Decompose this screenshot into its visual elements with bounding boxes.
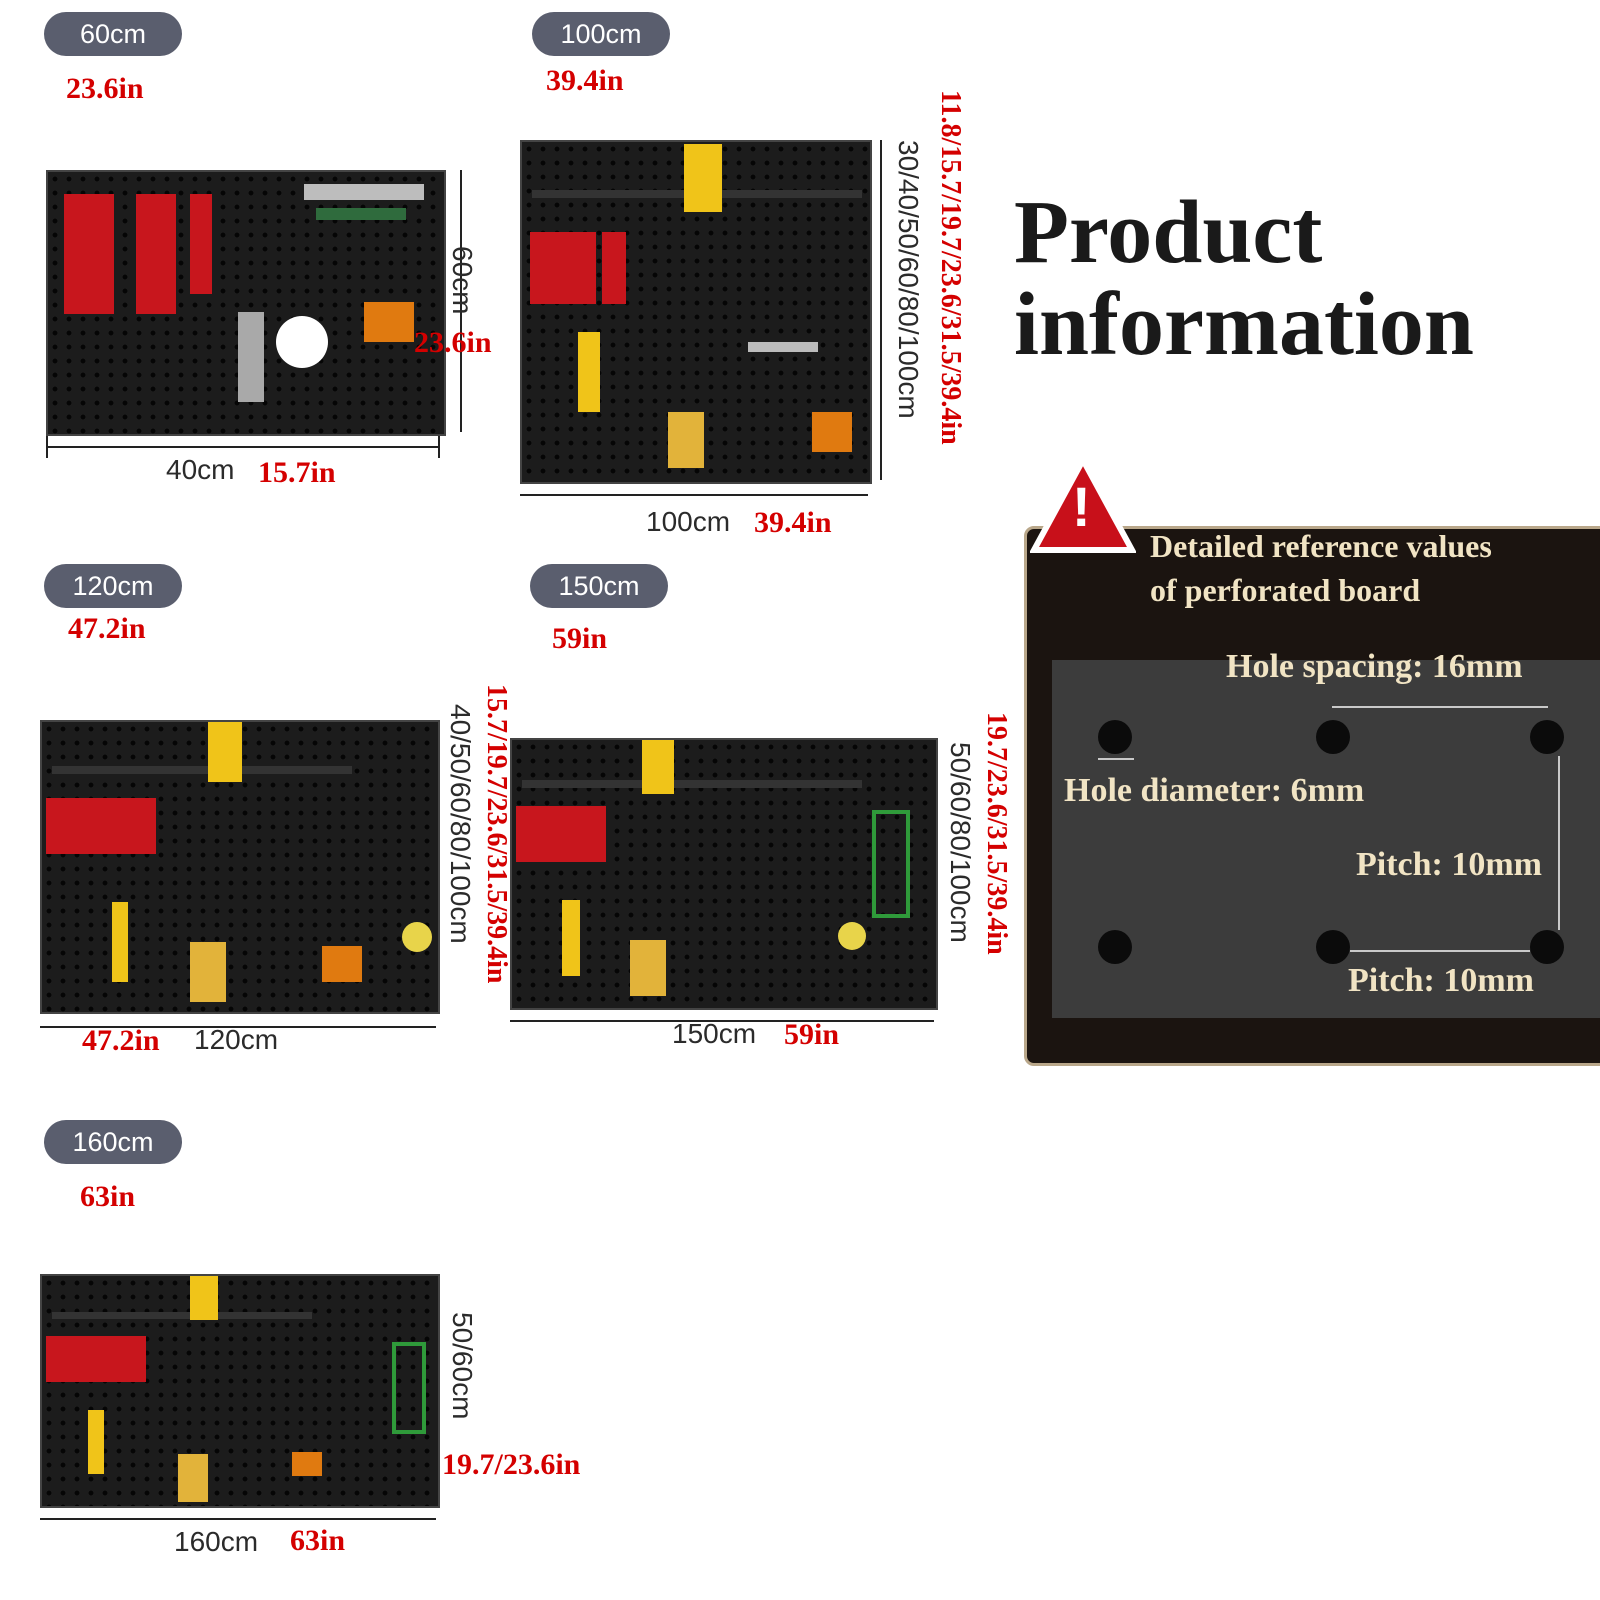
height-in-label: 23.6in — [414, 326, 492, 359]
size-inch-label: 23.6in — [66, 72, 144, 105]
size-inch-label: 47.2in — [68, 612, 146, 645]
pitch-horizontal-line — [1350, 950, 1530, 952]
dimension-tick — [46, 436, 48, 458]
width-in-label: 39.4in — [754, 506, 832, 539]
hole-marker — [1316, 930, 1350, 964]
width-cm-label: 120cm — [194, 1024, 279, 1055]
warning-symbol: ! — [1072, 475, 1091, 538]
width-in-label: 47.2in — [82, 1024, 160, 1057]
warning-icon — [1030, 456, 1136, 553]
diameter-dimension-line — [1098, 758, 1134, 760]
hole-spacing-label: Hole spacing: 16mm — [1226, 648, 1523, 685]
size-pill-100cm: 100cm — [532, 12, 670, 56]
width-in-label: 59in — [784, 1018, 840, 1051]
hole-marker — [1530, 720, 1564, 754]
width-dimension-line — [520, 494, 868, 496]
height-cm-label: 60cm — [447, 246, 478, 315]
width-dimension-line — [46, 446, 440, 448]
pegboard-image-120cm — [40, 720, 440, 1014]
reference-title-line1: Detailed reference values — [1150, 528, 1492, 564]
width-cm-label: 150cm — [672, 1018, 757, 1049]
width-dimension-line — [40, 1518, 436, 1520]
width-cm-label: 100cm — [646, 506, 731, 537]
dimension-tick — [438, 436, 440, 458]
reference-title-line2: of perforated board — [1150, 572, 1421, 608]
hole-diameter-label: Hole diameter: 6mm — [1064, 772, 1365, 809]
width-cm-label: 160cm — [174, 1526, 259, 1557]
height-in-label: 19.7/23.6in — [442, 1448, 581, 1481]
size-inch-label: 63in — [80, 1180, 136, 1213]
hole-marker — [1530, 930, 1564, 964]
size-pill-150cm: 150cm — [530, 564, 668, 608]
height-in-label: 19.7/23.6/31.5/39.4in — [981, 712, 1012, 955]
spacing-dimension-line — [1332, 706, 1548, 708]
height-cm-label: 50/60/80/100cm — [945, 742, 976, 943]
width-dimension-line — [510, 1020, 934, 1022]
height-cm-label: 50/60cm — [447, 1312, 478, 1420]
height-cm-label: 30/40/50/60/80/100cm — [893, 140, 924, 419]
height-in-label: 11.8/15.7/19.7/23.6/31.5/39.4in — [935, 90, 966, 445]
size-pill-120cm: 120cm — [44, 564, 182, 608]
width-dimension-line — [40, 1026, 436, 1028]
pegboard-image-100cm — [520, 140, 872, 484]
size-pill-160cm: 160cm — [44, 1120, 182, 1164]
height-dimension-line — [880, 140, 882, 480]
width-in-label: 63in — [290, 1524, 346, 1557]
size-inch-label: 39.4in — [546, 64, 624, 97]
size-inch-label: 59in — [552, 622, 608, 655]
size-pill-60cm: 60cm — [44, 12, 182, 56]
hole-marker — [1098, 930, 1132, 964]
pitch-vertical-label: Pitch: 10mm — [1356, 846, 1543, 883]
height-in-label: 15.7/19.7/23.6/31.5/39.4in — [481, 684, 512, 984]
hole-marker — [1098, 720, 1132, 754]
page-title-line2: information — [1014, 275, 1474, 374]
page-title-line1: Product — [1014, 183, 1323, 282]
pegboard-image-60cm — [46, 170, 446, 436]
pegboard-image-150cm — [510, 738, 938, 1010]
pegboard-image-160cm — [40, 1274, 440, 1508]
pitch-horizontal-label: Pitch: 10mm — [1348, 962, 1535, 999]
width-cm-label: 40cm — [166, 454, 235, 485]
width-in-label: 15.7in — [258, 456, 336, 489]
pitch-vertical-line — [1558, 756, 1560, 930]
height-cm-label: 40/50/60/80/100cm — [445, 704, 476, 944]
height-dimension-line — [460, 170, 462, 432]
hole-marker — [1316, 720, 1350, 754]
